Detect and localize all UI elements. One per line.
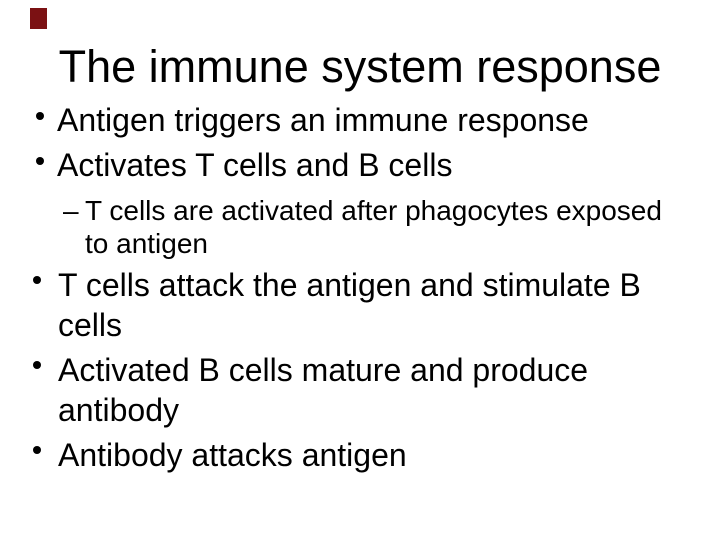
bullet-text: Antibody attacks antigen [58,437,407,473]
list-item: Antibody attacks antigen [0,435,658,475]
list-item: T cells attack the antigen and stimulate… [0,265,658,345]
list-item: Activates T cells and B cells [0,143,657,188]
sub-bullet-list: – T cells are activated after phagocytes… [0,194,685,260]
bullet-text: Antigen triggers an immune response [57,102,589,138]
bullet-text: Activates T cells and B cells [57,147,453,183]
list-item: Antigen triggers an immune response [0,98,657,143]
list-item: Activated B cells mature and produce ant… [0,350,658,430]
dash-bullet-icon: – [63,195,79,226]
bullet-dot-icon [33,361,41,369]
bullet-dot-icon [36,157,44,165]
bullet-dot-icon [33,276,41,284]
sub-bullet-text: T cells are activated after phagocytes e… [85,195,662,259]
slide-title: The immune system response [58,41,662,92]
bullet-list-top: Antigen triggers an immune response Acti… [0,98,657,188]
bullet-text: T cells attack the antigen and stimulate… [58,267,641,343]
corner-accent-square [30,8,47,29]
bullet-text: Activated B cells mature and produce ant… [58,352,589,428]
bullet-dot-icon [36,112,44,120]
bullet-dot-icon [33,446,41,454]
sub-list-item: – T cells are activated after phagocytes… [0,194,685,260]
bullet-list-bottom: T cells attack the antigen and stimulate… [0,265,658,480]
